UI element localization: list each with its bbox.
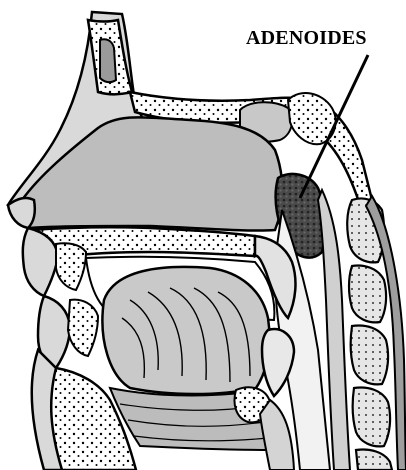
frontal-sinus [100,39,116,82]
larynx [260,400,294,470]
upper-teeth [56,243,86,290]
nose-tip [8,198,35,228]
tongue [102,267,269,394]
lower-teeth [68,300,98,356]
adenoides-label: ADENOIDES [246,27,367,49]
